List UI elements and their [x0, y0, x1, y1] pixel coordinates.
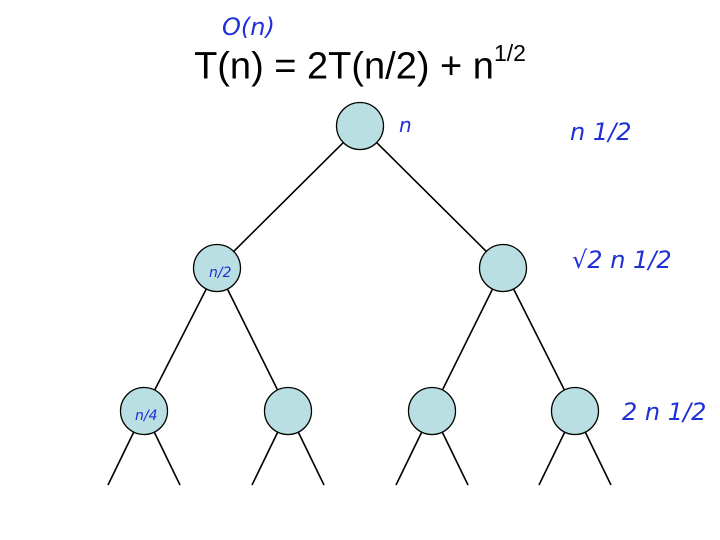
edge-root-left	[216, 125, 361, 269]
edge-root-right	[359, 125, 504, 269]
node-level2-4	[550, 386, 600, 436]
tree-nodes	[119, 101, 600, 436]
annotation-level2-size: n/4	[135, 408, 158, 424]
annotation-level1-size: n/2	[209, 265, 232, 281]
title-exponent: 1/2	[493, 40, 526, 66]
node-level2-3	[407, 386, 457, 436]
edge-l-ll	[143, 267, 218, 412]
edge-l-lr	[216, 267, 289, 412]
title-recurrence: T(n) = 2T(n/2) + n	[194, 45, 494, 88]
node-level2-1	[119, 386, 169, 436]
annotation-level2-cost: 2 n 1/2	[622, 398, 706, 426]
annotations: O(n) n n/2 n/4 n 1/2 √2 n 1/2 2 n 1/2	[135, 13, 706, 426]
annotation-total: O(n)	[222, 13, 275, 41]
node-level1-right	[478, 243, 528, 293]
edge-r-rl	[431, 267, 504, 412]
annotation-root-size: n	[399, 113, 412, 137]
node-level1-left	[192, 243, 242, 293]
slide-title: T(n) = 2T(n/2) + n1/2	[0, 40, 720, 89]
annotation-level0-cost: n 1/2	[570, 118, 631, 146]
node-root	[335, 101, 385, 151]
edge-r-rr	[502, 267, 576, 412]
annotation-level1-cost: √2 n 1/2	[572, 246, 672, 274]
node-level2-2	[263, 386, 313, 436]
tree-edges	[107, 125, 612, 486]
